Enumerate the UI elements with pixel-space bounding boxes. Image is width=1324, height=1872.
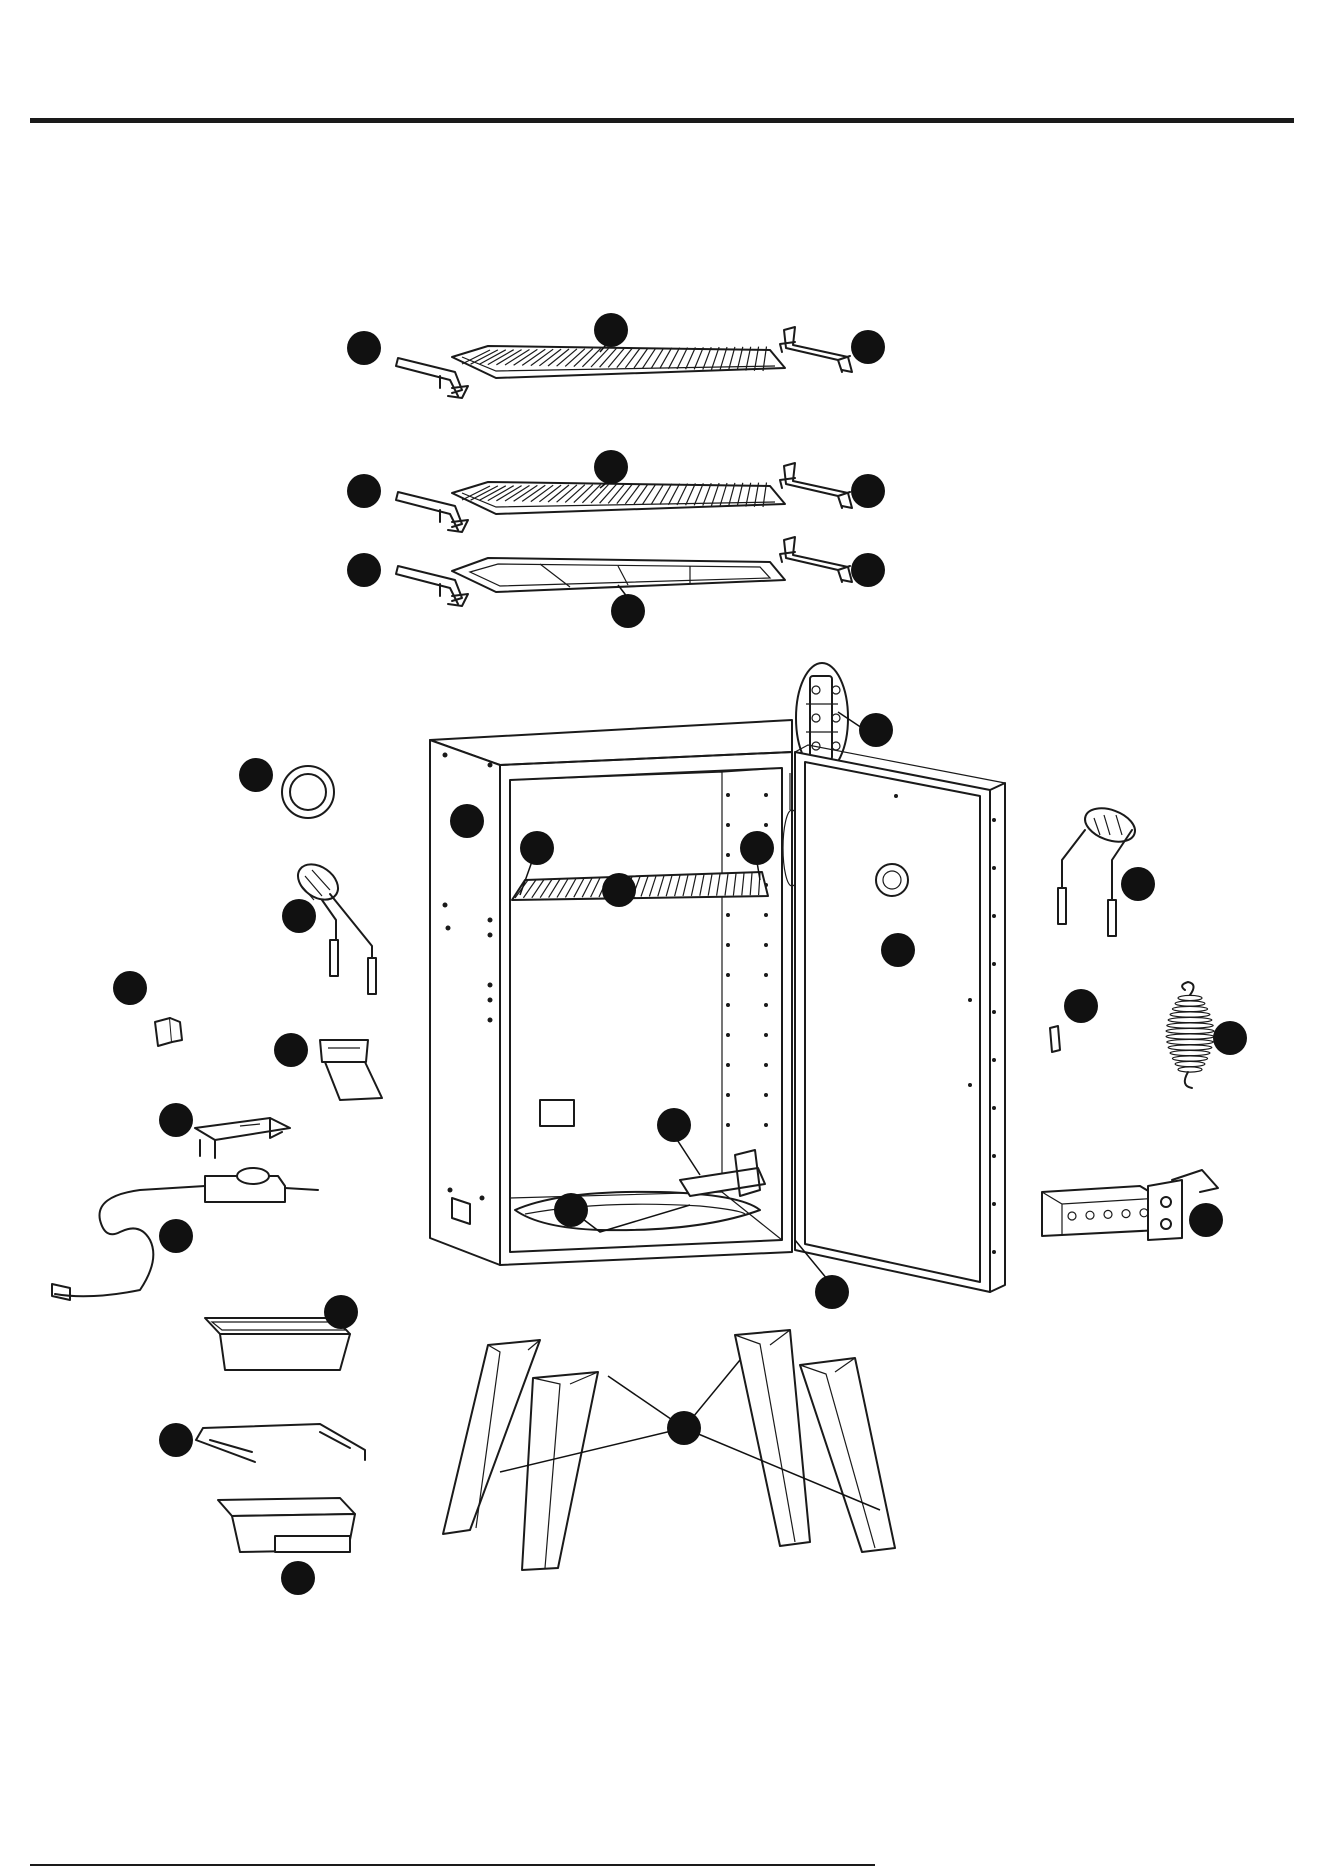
middle-rack-bracket-right — [780, 463, 852, 508]
door-panel — [795, 745, 1005, 1292]
middle-rack-bracket-left — [396, 492, 468, 532]
magnet-latch — [155, 1018, 182, 1046]
pan-holder — [196, 1424, 365, 1462]
header-rule — [30, 118, 1294, 123]
water-pan — [205, 1318, 350, 1370]
upper-cooking-grate — [452, 346, 785, 378]
footer-rule — [30, 1864, 875, 1866]
flat-drip-pan — [452, 558, 785, 592]
upper-rack-bracket-right — [780, 327, 852, 372]
grease-tray — [218, 1498, 355, 1552]
legs — [443, 1330, 895, 1570]
middle-cooking-grate — [452, 482, 785, 514]
lower-cooking-grate-installed — [512, 872, 768, 900]
side-handle-right — [1058, 802, 1140, 936]
upper-rack-bracket-left — [396, 358, 468, 398]
spring-handle — [1166, 982, 1214, 1088]
heating-element — [1042, 1170, 1218, 1240]
door-latch-catch — [1050, 1026, 1060, 1052]
temperature-controller — [320, 1040, 382, 1100]
thermometer-bezel — [282, 766, 334, 818]
heating-element-bracket — [195, 1118, 290, 1158]
drip-pan-bracket-right — [780, 537, 852, 582]
